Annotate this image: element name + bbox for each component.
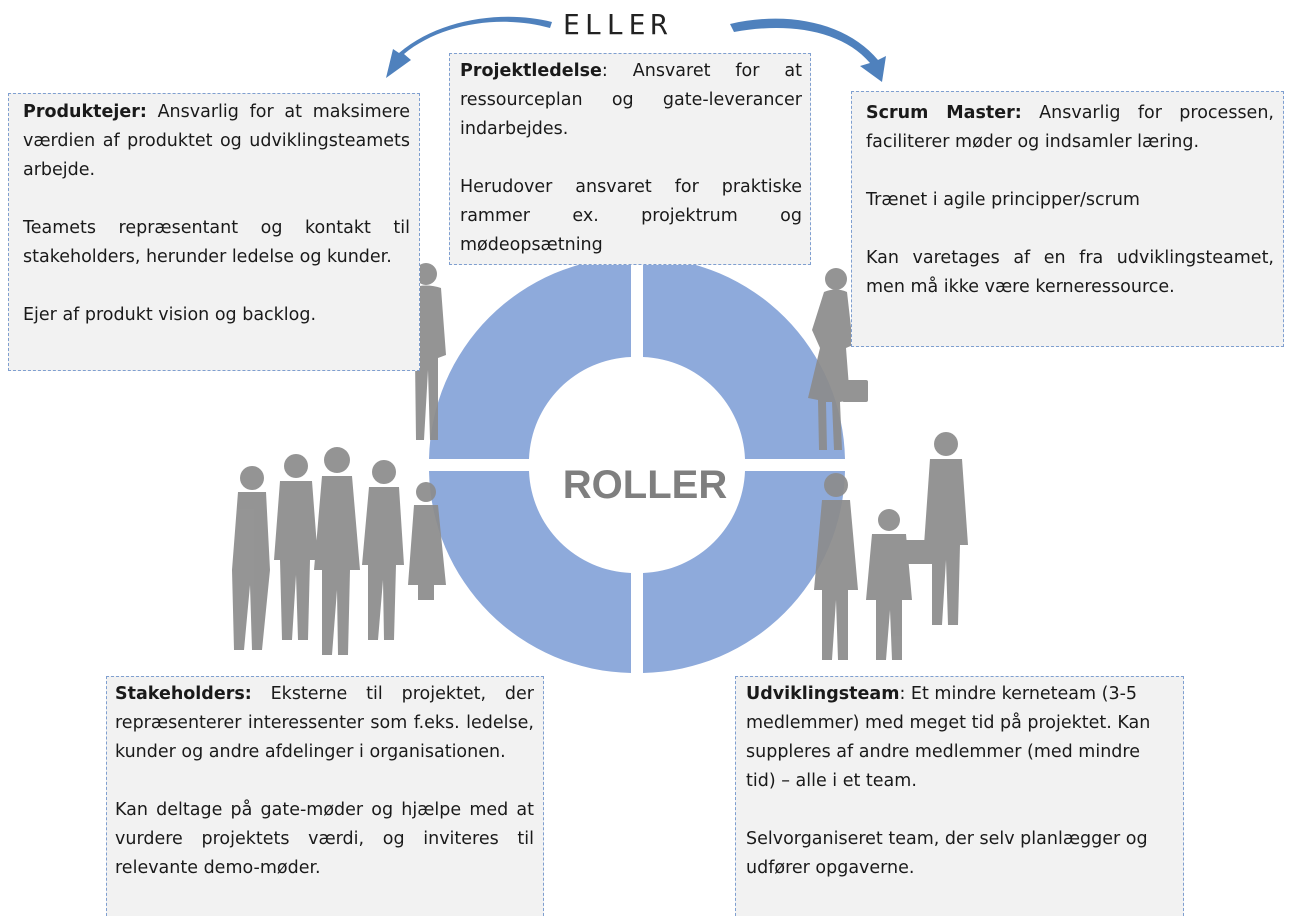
role-title: Stakeholders: — [115, 684, 252, 704]
ring-segment-top-left — [429, 257, 631, 459]
center-label: ROLLER — [562, 463, 728, 507]
role-description: : Et mindre kerneteam (3-5 medlemmer) me… — [746, 684, 1151, 791]
ring-segment-bottom-right — [643, 471, 845, 673]
role-box-projektledelse: Projektledelse: Ansvaret for at ressourc… — [449, 53, 811, 265]
role-title: Udviklingsteam — [746, 684, 900, 704]
person-icon — [808, 268, 868, 450]
role-description: Ansvarlig for processen, faciliterer mød… — [866, 103, 1274, 152]
role-box-stakeholders: Stakeholders: Eksterne til projektet, de… — [106, 676, 544, 916]
roles-ring — [429, 257, 845, 673]
role-title: Produktejer: — [23, 102, 147, 122]
role-paragraph: Selvorganiseret team, der selv planlægge… — [746, 829, 1148, 878]
role-title: Scrum Master: — [866, 103, 1022, 123]
role-title: Projektledelse — [460, 61, 602, 81]
role-description: : Ansvaret for at ressourceplan og gate-… — [460, 61, 802, 139]
eller-label: ELLER — [563, 8, 673, 41]
role-paragraph: Ejer af produkt vision og backlog. — [23, 305, 317, 325]
role-box-produktejer: Produktejer: Ansvarlig for at maksimere … — [8, 93, 420, 371]
ring-segment-bottom-left — [429, 471, 631, 673]
role-description: Eksterne til projektet, der repræsentere… — [115, 684, 534, 762]
role-paragraph: Herudover ansvaret for praktiske rammer … — [460, 177, 802, 255]
people-silhouettes — [232, 263, 968, 660]
ring-segment-top-right — [643, 257, 845, 459]
role-box-udviklingsteam: Udviklingsteam: Et mindre kerneteam (3-5… — [735, 676, 1184, 916]
role-paragraph: Trænet i agile principper/scrum — [866, 190, 1140, 210]
role-description: Ansvarlig for at maksimere værdien af pr… — [23, 102, 410, 180]
role-paragraph: Kan deltage på gate-møder og hjælpe med … — [115, 800, 534, 878]
arrow-left — [386, 16, 552, 78]
role-paragraph: Kan varetages af en fra udviklingsteamet… — [866, 248, 1274, 297]
arrow-right — [730, 18, 886, 82]
team-group-icon — [814, 432, 968, 660]
eller-arrows — [386, 16, 886, 82]
role-paragraph: Teamets repræsentant og kontakt til stak… — [23, 218, 410, 267]
role-box-scrum-master: Scrum Master: Ansvarlig for processen, f… — [851, 91, 1284, 347]
stakeholders-group-icon — [232, 447, 446, 655]
